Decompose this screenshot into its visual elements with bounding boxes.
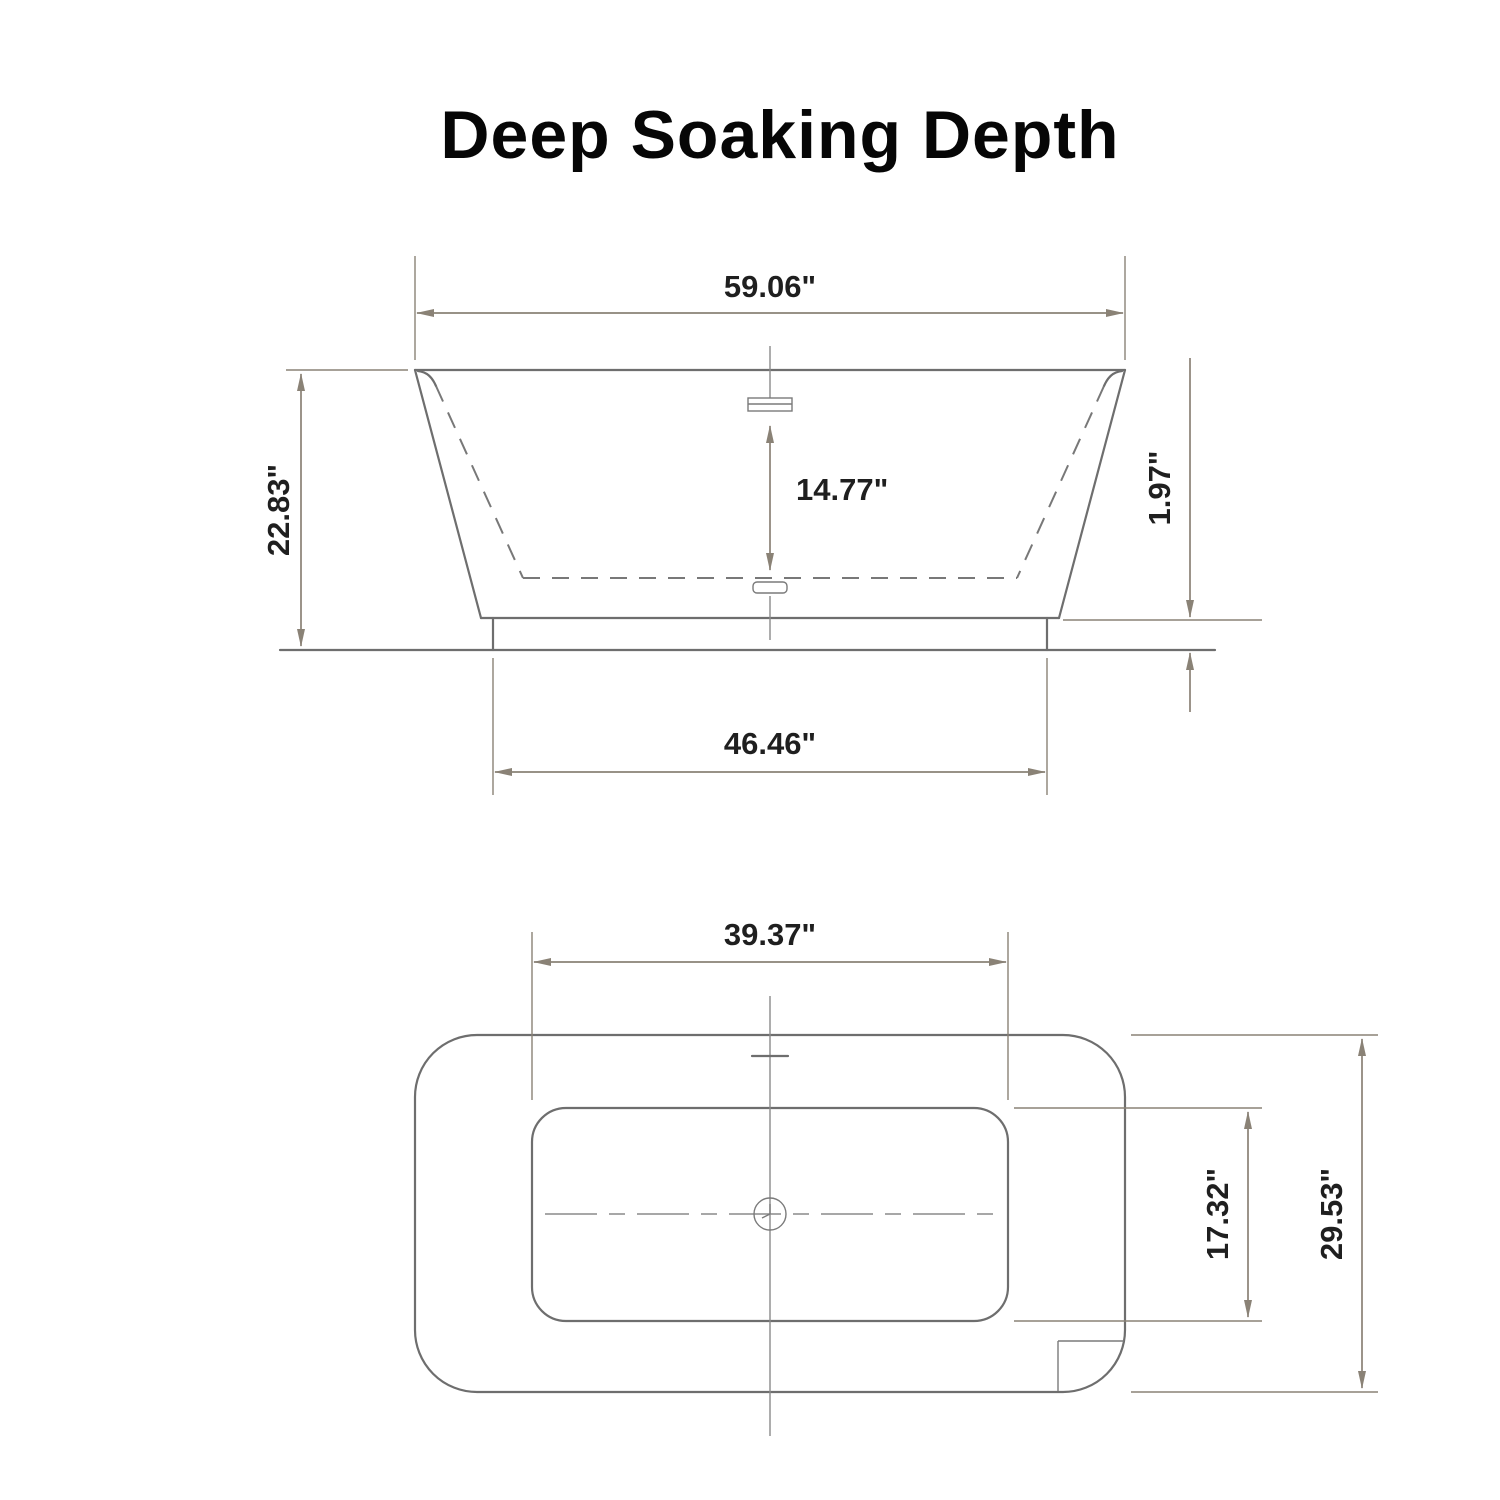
dim-label-soaking-depth: 14.77" bbox=[796, 472, 888, 507]
rim-corner-right bbox=[1102, 369, 1124, 388]
side-view: 14.77" 59.06" 22.83" 1.97" 46.46" bbox=[261, 256, 1262, 795]
plan-drain bbox=[753, 1197, 787, 1231]
dim-label-plan-overall-width: 29.53" bbox=[1314, 1168, 1349, 1260]
page-title: Deep Soaking Depth bbox=[440, 97, 1119, 173]
tub-left-wall bbox=[413, 368, 483, 620]
rim-corner-left bbox=[416, 369, 438, 388]
dim-label-base-height: 1.97" bbox=[1142, 450, 1177, 525]
drain-fitting-side bbox=[752, 581, 788, 594]
dim-label-overall-height: 22.83" bbox=[261, 464, 296, 556]
dim-label-base-width: 46.46" bbox=[724, 726, 816, 761]
dim-label-inner-width: 17.32" bbox=[1200, 1168, 1235, 1260]
dim-label-overall-width: 59.06" bbox=[724, 269, 816, 304]
tub-right-wall bbox=[1057, 368, 1127, 620]
plan-view: 39.37" 17.32" 29.53" bbox=[413, 917, 1378, 1436]
dim-label-inner-length: 39.37" bbox=[724, 917, 816, 952]
inner-bowl-right-dashed bbox=[1016, 385, 1105, 579]
inner-bowl-left-dashed bbox=[435, 385, 524, 579]
plan-drain-mark-angled bbox=[761, 1213, 771, 1219]
